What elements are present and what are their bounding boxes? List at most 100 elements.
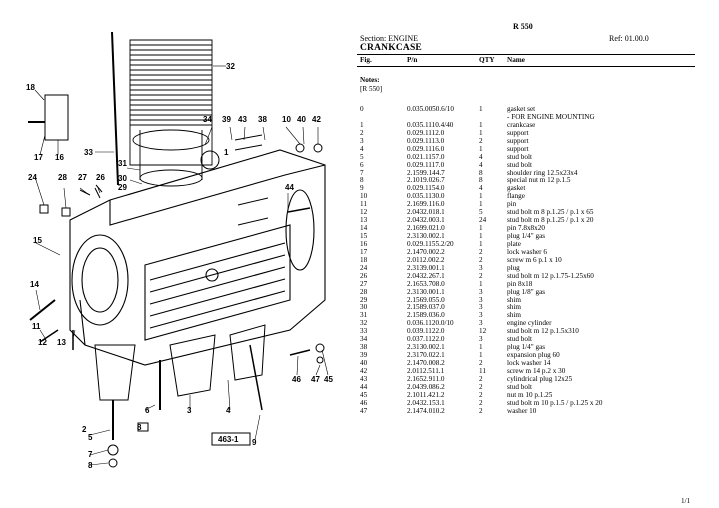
part-qty: 2 — [479, 359, 483, 367]
part-number: 2.1699.021.0 — [407, 224, 445, 233]
part-qty: 4 — [479, 160, 483, 169]
part-fig: 18 — [360, 255, 368, 264]
part-number: 0.037.1122.0 — [407, 335, 445, 344]
part-fig: 45 — [360, 390, 368, 399]
part-name: shim — [507, 303, 521, 312]
part-name: support — [507, 136, 529, 145]
section-label: Section: ENGINE — [360, 34, 418, 43]
part-name: cylindrical plug 12x25 — [507, 374, 573, 383]
part-name: washer 10 — [507, 406, 537, 415]
drawing-frame-label: 463-1 — [218, 435, 239, 444]
part-qty: 1 — [479, 105, 483, 113]
part-name: shim — [507, 295, 521, 304]
column-header-fig: Fig. — [360, 56, 372, 64]
part-qty: 3 — [479, 335, 483, 344]
part-qty: 11 — [479, 366, 486, 375]
part-fig: 6 — [360, 160, 364, 169]
part-number: 2.3130.002.1 — [407, 232, 445, 240]
part-number: 2.1019.026.7 — [407, 176, 445, 185]
svg-text:39: 39 — [222, 115, 231, 124]
part-fig: 2 — [360, 128, 364, 137]
part-qty: 3 — [479, 287, 483, 296]
part-fig: 0 — [360, 105, 364, 113]
part-qty: 2 — [479, 382, 483, 391]
part-number: 0.029.1113.0 — [407, 136, 445, 145]
part-name: stud bolt m 8 p.1.25 / p.1 x 20 — [507, 216, 594, 225]
part-qty: 2 — [479, 247, 483, 256]
part-qty: 1 — [479, 343, 483, 352]
svg-text:38: 38 — [258, 115, 267, 124]
part-fig: 40 — [360, 359, 368, 367]
svg-text:42: 42 — [312, 115, 321, 124]
part-fig: 1 — [360, 120, 364, 129]
svg-text:7: 7 — [88, 450, 93, 459]
part-qty: 1 — [479, 224, 483, 233]
svg-text:15: 15 — [33, 236, 42, 245]
part-fig: 10 — [360, 192, 368, 201]
part-qty: 2 — [479, 271, 483, 280]
table-row: 47 2.1474.010.2 2 washer 10 — [357, 406, 695, 416]
part-qty: 3 — [479, 319, 483, 328]
part-qty: 2 — [479, 390, 483, 399]
part-fig: 9 — [360, 184, 364, 193]
part-fig: 34 — [360, 335, 368, 344]
svg-text:27: 27 — [78, 173, 87, 182]
part-number: 2.1652.911.0 — [407, 374, 445, 383]
svg-text:30: 30 — [118, 174, 127, 183]
part-number: 2.3170.022.1 — [407, 351, 445, 360]
part-name: lock washer 14 — [507, 359, 551, 367]
part-number: 2.1474.010.2 — [407, 406, 445, 415]
part-qty: 4 — [479, 184, 483, 193]
crankcase-body — [69, 149, 326, 366]
part-qty: 5 — [479, 208, 483, 217]
part-fig: 16 — [360, 239, 368, 248]
part-number: 0.035.1110.4/40 — [407, 120, 454, 129]
part-fig: 47 — [360, 406, 368, 415]
svg-text:45: 45 — [324, 375, 333, 384]
svg-text:46: 46 — [292, 375, 301, 384]
part-qty: 1 — [479, 128, 483, 137]
svg-text:29: 29 — [118, 183, 127, 192]
part-name: crankcase — [507, 120, 536, 129]
part-number: 0.029.1112.0 — [407, 128, 445, 137]
column-header-qty: QTY — [479, 56, 495, 64]
part-number: 2.0432.267.1 — [407, 271, 445, 280]
svg-text:3: 3 — [187, 406, 192, 415]
svg-text:16: 16 — [55, 153, 64, 162]
part-fig: 12 — [360, 208, 368, 217]
part-qty: 1 — [479, 192, 483, 201]
svg-text:14: 14 — [30, 280, 39, 289]
part-qty: 3 — [479, 311, 483, 320]
part-name: flange — [507, 192, 525, 201]
part-number: 0.029.1116.0 — [407, 144, 445, 153]
part-qty: 2 — [479, 406, 483, 415]
part-name: shim — [507, 311, 521, 320]
part-number: 2.3139.001.1 — [407, 263, 445, 272]
part-number: 2.0112.002.2 — [407, 255, 445, 264]
part-fig: 42 — [360, 366, 368, 375]
svg-text:31: 31 — [118, 159, 127, 168]
part-fig: 17 — [360, 247, 368, 256]
part-fig: 30 — [360, 303, 368, 312]
part-name: pin — [507, 200, 517, 209]
part-fig: 38 — [360, 343, 368, 352]
part-number: 2.3130.001.1 — [407, 287, 445, 296]
part-name: nut m 10 p.1.25 — [507, 390, 553, 399]
part-fig: 11 — [360, 200, 367, 209]
